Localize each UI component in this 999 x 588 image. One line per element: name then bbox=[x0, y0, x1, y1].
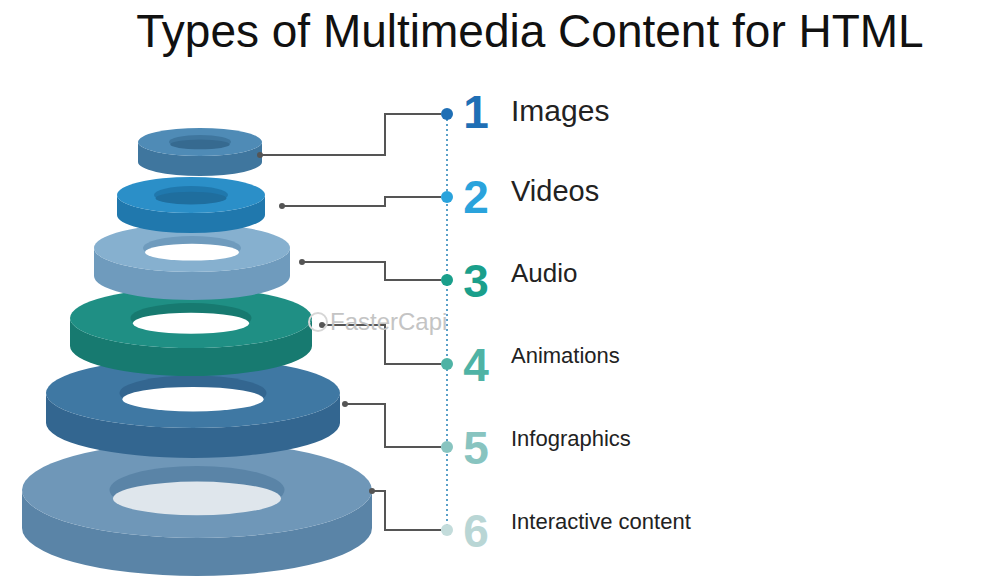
item-label: Infographics bbox=[511, 427, 631, 451]
ring-hole-wall bbox=[169, 135, 231, 149]
leader-dot bbox=[369, 488, 375, 494]
title: Types of Multimedia Content for HTML bbox=[136, 6, 923, 57]
timeline-dot bbox=[441, 274, 453, 286]
ring-hole bbox=[145, 244, 239, 261]
timeline-dot bbox=[441, 524, 453, 536]
callout-number: 5 bbox=[463, 423, 489, 474]
timeline-dot bbox=[441, 441, 453, 453]
watermark-logo bbox=[309, 313, 327, 331]
ring bbox=[117, 177, 265, 233]
item-label: Images bbox=[511, 94, 609, 127]
leader-dot bbox=[299, 259, 305, 265]
ring-hole-wall bbox=[120, 376, 267, 411]
ring-hole bbox=[155, 192, 226, 205]
callout-number: 1 bbox=[463, 87, 489, 138]
leader-line bbox=[345, 404, 441, 447]
item-label: Interactive content bbox=[511, 510, 691, 534]
ring-hole-wall bbox=[131, 303, 252, 333]
leader-line bbox=[302, 262, 441, 280]
ring-hole-wall bbox=[143, 236, 241, 260]
ring-hole bbox=[133, 313, 249, 334]
item-label: Videos bbox=[511, 176, 599, 208]
timeline-dot bbox=[441, 191, 453, 203]
leader-dot bbox=[319, 322, 325, 328]
timeline-dot bbox=[441, 358, 453, 370]
leader-line bbox=[260, 114, 441, 155]
ring-hole bbox=[113, 482, 281, 516]
ring bbox=[70, 288, 312, 376]
callout-number: 6 bbox=[463, 506, 489, 557]
ring-hole bbox=[170, 140, 230, 150]
callout-number: 2 bbox=[463, 172, 489, 223]
callout-number: 4 bbox=[463, 340, 489, 391]
leader-line bbox=[372, 491, 441, 530]
leader-line bbox=[282, 197, 441, 206]
callout-number: 3 bbox=[463, 256, 489, 307]
ring-hole-wall bbox=[154, 186, 228, 204]
watermark: FasterCapi bbox=[330, 309, 447, 335]
ring bbox=[94, 224, 290, 300]
item-label: Audio bbox=[511, 259, 578, 288]
item-label: Animations bbox=[511, 344, 620, 368]
ring bbox=[138, 128, 262, 176]
ring-top bbox=[117, 177, 265, 213]
ring-top bbox=[138, 128, 262, 156]
timeline-dot bbox=[441, 108, 453, 120]
leader-dot bbox=[279, 203, 285, 209]
leader-dot bbox=[257, 152, 263, 158]
ring bbox=[22, 442, 372, 576]
leader-dot bbox=[342, 401, 348, 407]
ring-hole bbox=[122, 387, 263, 412]
